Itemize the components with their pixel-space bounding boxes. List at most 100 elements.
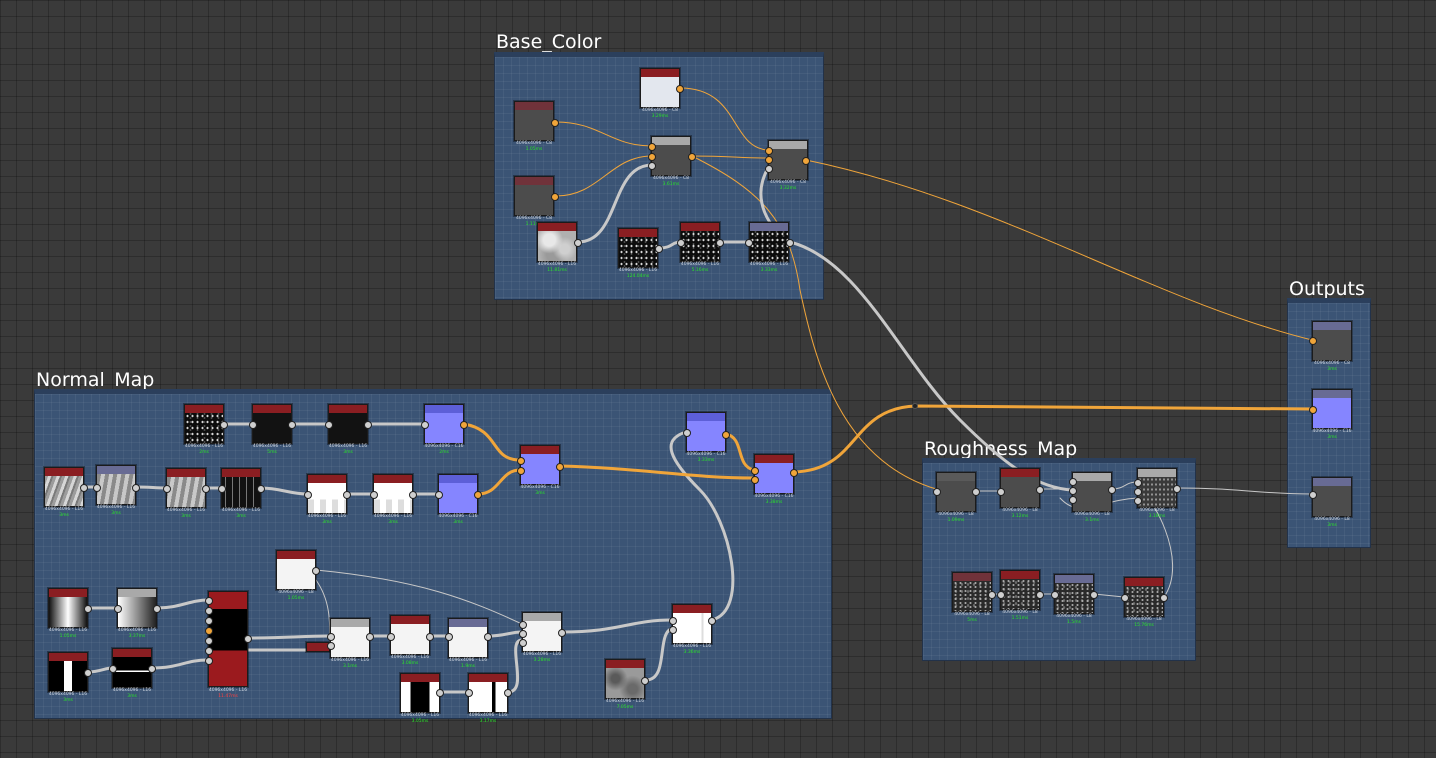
- node-nm-right[interactable]: [672, 604, 712, 644]
- port-nm-white2-in2[interactable]: [327, 642, 335, 650]
- port-bc-right-out[interactable]: [802, 157, 810, 165]
- port-nm-g1-out[interactable]: [84, 605, 92, 613]
- node-bc-noise1[interactable]: [618, 228, 658, 268]
- port-rm-1-out[interactable]: [972, 488, 980, 496]
- port-nm-w4-out[interactable]: [257, 485, 265, 493]
- node-rm-1[interactable]: [936, 472, 976, 512]
- port-nm-b2-in[interactable]: [683, 429, 691, 437]
- port-nm-w3-out[interactable]: [202, 485, 210, 493]
- port-bc-right-in2[interactable]: [765, 156, 773, 164]
- port-nm-blend-out[interactable]: [556, 463, 564, 471]
- port-bc-mid-in2[interactable]: [648, 153, 656, 161]
- port-rm-3-in3[interactable]: [1069, 496, 1077, 504]
- node-rm-4[interactable]: [1137, 468, 1177, 508]
- port-nm-right-in2[interactable]: [669, 626, 677, 634]
- node-nm-n1[interactable]: [184, 404, 224, 444]
- port-nm-bw1-out[interactable]: [436, 689, 444, 697]
- node-bc-noise3[interactable]: [749, 222, 789, 262]
- node-out-roughness[interactable]: [1312, 477, 1352, 517]
- port-rm-5-out[interactable]: [988, 591, 996, 599]
- port-bc-noise1-out[interactable]: [655, 245, 663, 253]
- node-rm-8[interactable]: [1124, 577, 1164, 617]
- port-bc-mid-out[interactable]: [688, 153, 696, 161]
- node-nm-white2[interactable]: [330, 618, 370, 658]
- port-rm-3-in2[interactable]: [1069, 487, 1077, 495]
- port-nm-white4-in[interactable]: [445, 633, 453, 641]
- port-nm-b4-out[interactable]: [474, 491, 482, 499]
- port-nm-tall-in1[interactable]: [205, 597, 213, 605]
- port-nm-gray-out[interactable]: [558, 629, 566, 637]
- port-bc-cloud-out[interactable]: [574, 239, 582, 247]
- node-bc-mid[interactable]: [651, 136, 691, 176]
- node-rm-5[interactable]: [952, 572, 992, 612]
- node-bc-top[interactable]: [640, 68, 680, 108]
- port-nm-tall-in6[interactable]: [205, 647, 213, 655]
- port-bc-mid-in3[interactable]: [648, 162, 656, 170]
- node-rm-6[interactable]: [1000, 570, 1040, 610]
- port-rm-8-in[interactable]: [1121, 594, 1129, 602]
- port-nm-tall-in7[interactable]: [205, 657, 213, 665]
- node-bc-left1[interactable]: [514, 101, 554, 141]
- port-nm-blend-in1[interactable]: [517, 457, 525, 465]
- port-nm-white2-out[interactable]: [366, 633, 374, 641]
- port-bc-left2-out[interactable]: [551, 193, 559, 201]
- port-nm-b1-in[interactable]: [421, 421, 429, 429]
- port-rm-4-out[interactable]: [1173, 485, 1181, 493]
- port-nm-bar2-in[interactable]: [109, 665, 117, 673]
- node-nm-white1[interactable]: [276, 550, 316, 590]
- port-bc-right-in3[interactable]: [765, 165, 773, 173]
- port-nm-white1-out[interactable]: [312, 567, 320, 575]
- node-nm-b4[interactable]: [438, 474, 478, 514]
- port-nm-gray-in1[interactable]: [519, 621, 527, 629]
- port-nm-tall-in4[interactable]: [205, 627, 213, 635]
- node-nm-bar2[interactable]: [112, 648, 152, 688]
- port-nm-n3-in[interactable]: [325, 421, 333, 429]
- port-bc-top-out[interactable]: [676, 85, 684, 93]
- port-nm-b3-in1[interactable]: [751, 467, 759, 475]
- port-nm-w2-out[interactable]: [132, 484, 140, 492]
- port-nm-marble-out[interactable]: [641, 677, 649, 685]
- port-nm-n3-out[interactable]: [364, 421, 372, 429]
- node-bc-noise2[interactable]: [680, 222, 720, 262]
- node-nm-tall[interactable]: [208, 591, 248, 687]
- port-nm-b1-out[interactable]: [460, 421, 468, 429]
- node-bc-left2[interactable]: [514, 176, 554, 216]
- port-nm-c2-in[interactable]: [370, 491, 378, 499]
- port-nm-tall-out[interactable]: [244, 635, 252, 643]
- node-nm-bar[interactable]: [48, 652, 88, 692]
- node-nm-n2[interactable]: [252, 404, 292, 444]
- port-nm-b3-out[interactable]: [790, 469, 798, 477]
- port-out-normal-in[interactable]: [1309, 406, 1317, 414]
- port-bc-noise3-in[interactable]: [745, 239, 753, 247]
- port-rm-4-in2[interactable]: [1134, 488, 1142, 496]
- node-bc-cloud[interactable]: [537, 222, 577, 262]
- node-nm-bw2[interactable]: [468, 673, 508, 713]
- port-nm-b3-in2[interactable]: [751, 476, 759, 484]
- node-rm-7[interactable]: [1054, 574, 1094, 614]
- node-nm-white3[interactable]: [390, 615, 430, 655]
- port-rm-7-out[interactable]: [1090, 591, 1098, 599]
- port-nm-blend-in2[interactable]: [517, 467, 525, 475]
- node-nm-w3[interactable]: [166, 468, 206, 508]
- port-nm-bar-out[interactable]: [84, 669, 92, 677]
- node-nm-bw1[interactable]: [400, 673, 440, 713]
- port-bc-noise2-in[interactable]: [677, 239, 685, 247]
- port-rm-8-out[interactable]: [1160, 594, 1168, 602]
- port-nm-c2-out[interactable]: [409, 491, 417, 499]
- node-out-basecolor[interactable]: [1312, 321, 1352, 361]
- node-nm-blend[interactable]: [520, 445, 560, 485]
- port-nm-tall-in3[interactable]: [205, 617, 213, 625]
- port-rm-6-in[interactable]: [997, 591, 1005, 599]
- port-nm-w1-out[interactable]: [80, 484, 88, 492]
- port-bc-noise3-out[interactable]: [786, 239, 794, 247]
- node-rm-2[interactable]: [1000, 468, 1040, 508]
- port-nm-tall-in5[interactable]: [205, 637, 213, 645]
- port-nm-gray-in2[interactable]: [519, 630, 527, 638]
- port-nm-c1-out[interactable]: [343, 491, 351, 499]
- port-nm-gray-in3[interactable]: [519, 639, 527, 647]
- port-nm-white2-in1[interactable]: [327, 633, 335, 641]
- port-nm-n2-in[interactable]: [249, 421, 257, 429]
- node-nm-g2[interactable]: [117, 588, 157, 628]
- port-nm-b4-in[interactable]: [435, 491, 443, 499]
- port-rm-2-in[interactable]: [997, 488, 1005, 496]
